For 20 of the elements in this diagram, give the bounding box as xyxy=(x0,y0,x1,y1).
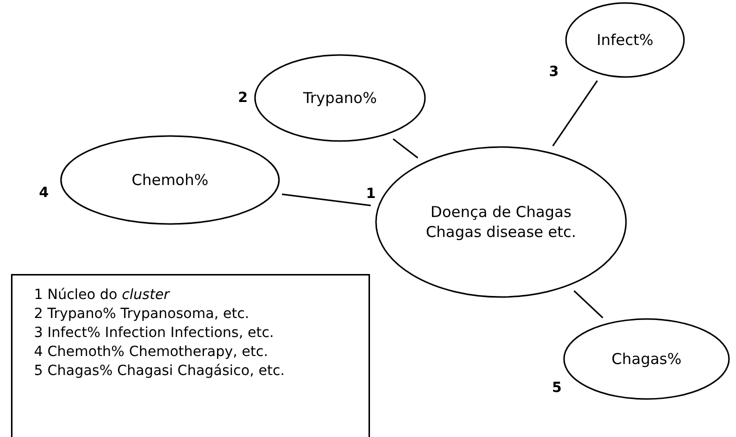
term-label: Chemoh% xyxy=(132,170,208,190)
connector-line xyxy=(282,193,371,206)
term-label: Doença de Chagas Chagas disease etc. xyxy=(424,202,578,242)
term-label: Trypano% xyxy=(303,88,377,108)
cluster-number: 3 xyxy=(549,64,559,80)
connector-line xyxy=(552,80,598,146)
cluster-number: 2 xyxy=(238,90,248,106)
note-line: 5 Chagas% Chagasi Chagásico, etc. xyxy=(34,362,285,381)
legend-box xyxy=(11,274,370,437)
note-line: 3 Infect% Infection Infections, etc. xyxy=(34,324,274,343)
connector-line xyxy=(392,138,418,158)
cluster-number: 4 xyxy=(39,185,49,201)
term-label: Infect% xyxy=(596,30,654,50)
note-line: 1 Núcleo do cluster xyxy=(34,286,170,305)
connector-line xyxy=(574,290,604,318)
note-line: 4 Chemoth% Chemotherapy, etc. xyxy=(34,343,268,362)
cluster-number: 1 xyxy=(366,186,376,202)
term-label: Chagas% xyxy=(612,349,682,369)
note-line: 2 Trypano% Trypanosoma, etc. xyxy=(34,305,250,324)
cluster-number: 5 xyxy=(552,380,562,396)
